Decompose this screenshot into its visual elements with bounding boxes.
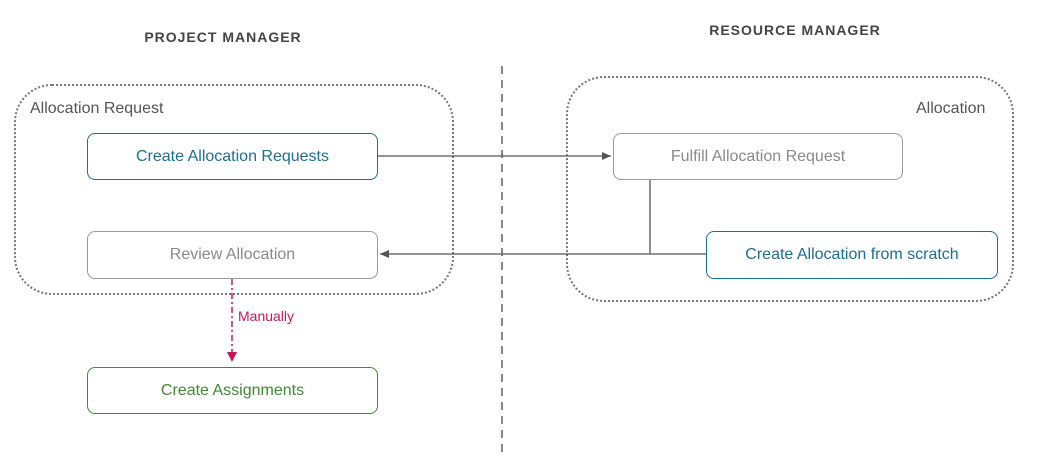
create-assignments-node[interactable]: Create Assignments (87, 367, 378, 414)
create-allocation-from-scratch-node[interactable]: Create Allocation from scratch (706, 231, 998, 279)
allocation-request-group (14, 84, 454, 295)
lane-header-resource-manager: RESOURCE MANAGER (709, 22, 881, 38)
allocation-group (566, 76, 1014, 302)
allocation-group-label: Allocation (916, 100, 986, 117)
fulfill-allocation-request-node[interactable]: Fulfill Allocation Request (613, 133, 903, 180)
allocation-request-group-label: Allocation Request (30, 100, 164, 117)
create-allocation-requests-node[interactable]: Create Allocation Requests (87, 133, 378, 180)
review-allocation-node[interactable]: Review Allocation (87, 231, 378, 279)
lane-header-project-manager: PROJECT MANAGER (144, 29, 302, 45)
edge-label-manually: Manually (238, 308, 295, 324)
